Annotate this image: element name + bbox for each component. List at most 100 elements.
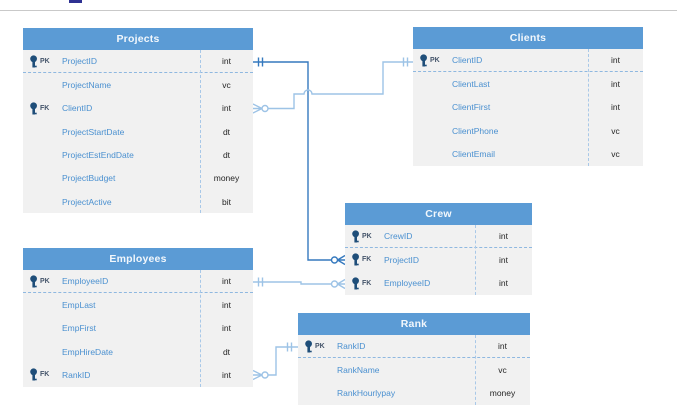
relationship-rank-employees[interactable] bbox=[252, 342, 298, 381]
key-icon bbox=[30, 102, 37, 115]
column-name: ProjectBudget bbox=[62, 173, 116, 184]
column-row-EmployeeID[interactable]: PK EmployeeID int bbox=[23, 270, 253, 294]
relationship-clients-projects[interactable] bbox=[252, 57, 413, 114]
many-crowfoot bbox=[337, 278, 346, 290]
table-title-crew[interactable]: Crew bbox=[345, 203, 532, 225]
table-title-rank[interactable]: Rank bbox=[298, 313, 530, 335]
column-type: money bbox=[213, 173, 240, 184]
column-name: ProjectStartDate bbox=[62, 126, 125, 137]
column-name: RankID bbox=[62, 369, 91, 380]
column-type: int bbox=[222, 369, 231, 380]
type-column-divider bbox=[588, 49, 589, 166]
column-name: EmployeeID bbox=[384, 278, 431, 289]
column-name: ProjectName bbox=[62, 79, 112, 90]
column-type: vc bbox=[611, 125, 620, 136]
column-name: ClientID bbox=[452, 55, 483, 66]
column-row-ClientPhone[interactable]: ClientPhone vc bbox=[413, 119, 643, 142]
column-type: int bbox=[498, 341, 507, 352]
column-row-ClientFirst[interactable]: ClientFirst int bbox=[413, 96, 643, 119]
column-name: ProjectActive bbox=[62, 196, 112, 207]
key-label: PK bbox=[40, 57, 50, 65]
zero-marker bbox=[330, 256, 339, 264]
key-icon bbox=[420, 54, 427, 67]
many-crowfoot bbox=[252, 103, 263, 114]
column-type: dt bbox=[222, 346, 231, 357]
table-title-employees[interactable]: Employees bbox=[23, 248, 253, 270]
key-icon bbox=[30, 368, 37, 381]
table-title-clients[interactable]: Clients bbox=[413, 27, 643, 49]
column-type: vc bbox=[222, 79, 231, 90]
key-label: FK bbox=[362, 279, 372, 287]
column-name: ClientID bbox=[62, 103, 93, 114]
one-marker bbox=[402, 57, 409, 67]
many-crowfoot bbox=[252, 369, 263, 381]
column-row-ProjectActive[interactable]: ProjectActive bit bbox=[23, 190, 253, 213]
column-name: EmpLast bbox=[62, 299, 96, 310]
one-marker bbox=[286, 342, 293, 352]
column-row-ProjectBudget[interactable]: ProjectBudget money bbox=[23, 167, 253, 190]
key-label: FK bbox=[40, 104, 50, 112]
column-name: ClientLast bbox=[452, 78, 490, 89]
key-label: PK bbox=[40, 277, 50, 285]
key-cell: PK bbox=[298, 340, 337, 353]
column-type: int bbox=[611, 102, 620, 113]
column-type: bit bbox=[222, 196, 231, 207]
column-name: RankName bbox=[337, 364, 380, 375]
zero-marker bbox=[261, 371, 269, 379]
key-label: PK bbox=[315, 342, 325, 350]
column-type: int bbox=[222, 56, 231, 67]
key-cell: PK bbox=[23, 55, 62, 68]
column-name: EmpFirst bbox=[62, 323, 96, 334]
type-column-divider bbox=[200, 50, 201, 214]
column-row-ProjectName[interactable]: ProjectName vc bbox=[23, 73, 253, 96]
relationship-projects-crew[interactable] bbox=[253, 57, 346, 266]
column-name: ClientPhone bbox=[452, 125, 499, 136]
column-name: ProjectID bbox=[62, 56, 97, 67]
column-name: ProjectEstEndDate bbox=[62, 149, 134, 160]
table-title-projects[interactable]: Projects bbox=[23, 28, 253, 50]
column-row-EmployeeID[interactable]: FK EmployeeID int bbox=[345, 272, 532, 295]
key-cell: FK bbox=[23, 368, 62, 381]
one-marker bbox=[257, 277, 264, 287]
key-cell: FK bbox=[345, 277, 384, 290]
column-row-ProjectID[interactable]: PK ProjectID int bbox=[23, 50, 253, 74]
column-type: dt bbox=[222, 126, 231, 137]
type-column-divider bbox=[200, 270, 201, 387]
relationship-employees-crew[interactable] bbox=[253, 277, 346, 290]
type-column-divider bbox=[475, 225, 476, 295]
key-label: FK bbox=[362, 256, 372, 264]
column-name: EmployeeID bbox=[62, 276, 109, 287]
column-type: int bbox=[222, 276, 231, 287]
column-type: int bbox=[499, 278, 508, 289]
key-label: PK bbox=[430, 56, 440, 64]
column-type: int bbox=[499, 231, 508, 242]
key-icon bbox=[352, 230, 359, 243]
column-row-ProjectStartDate[interactable]: ProjectStartDate dt bbox=[23, 120, 253, 143]
many-crowfoot bbox=[337, 254, 346, 266]
column-type: int bbox=[222, 323, 231, 334]
column-row-EmpFirst[interactable]: EmpFirst int bbox=[23, 317, 253, 340]
column-name: ClientFirst bbox=[452, 102, 491, 113]
key-label: PK bbox=[362, 232, 372, 240]
